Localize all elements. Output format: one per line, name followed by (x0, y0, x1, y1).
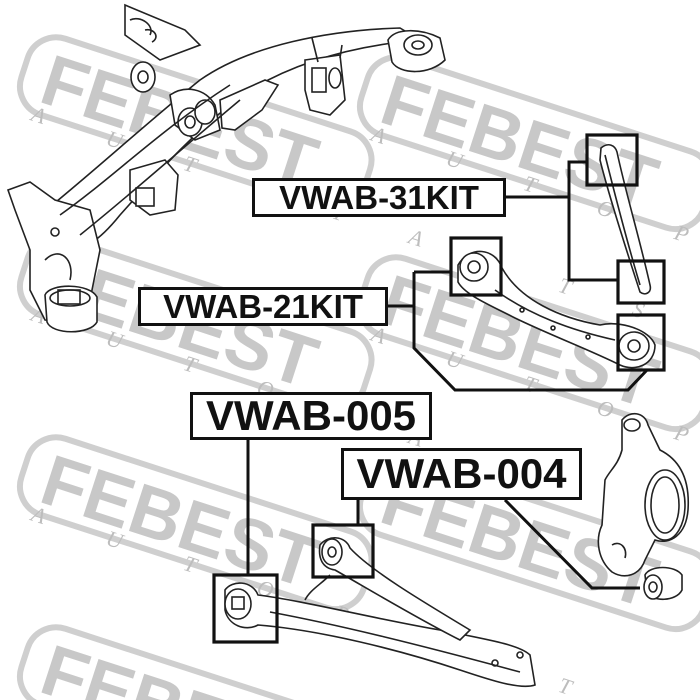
lower-wishbone-arm (224, 537, 536, 688)
rear-subframe (6, 3, 446, 333)
part-number-text: VWAB-31KIT (279, 179, 479, 216)
callout-box-005 (212, 573, 279, 644)
part-number-text: VWAB-005 (205, 392, 417, 439)
part-label-vwab-005: VWAB-005 (190, 392, 432, 440)
callout-box-004-arm (311, 523, 375, 579)
callout-box-21kit-right (616, 313, 666, 372)
knuckle-bushing (643, 566, 683, 601)
callout-box-21kit-left (449, 236, 503, 297)
callout-box-31kit-top (585, 133, 639, 187)
part-label-vwab-21kit: VWAB-21KIT (138, 287, 388, 326)
watermark-layer: FEBEST A U T O P A R T S FEBEST A U T O … (16, 34, 700, 700)
part-number-text: VWAB-21KIT (163, 288, 363, 325)
leader-line-31kit (506, 160, 587, 199)
callout-box-31kit-bottom (616, 259, 666, 305)
part-label-vwab-31kit: VWAB-31KIT (252, 178, 506, 217)
leader-line-004-bushing (503, 498, 640, 590)
leader-line-31kit-lower (567, 197, 618, 282)
part-number-text: VWAB-004 (356, 450, 567, 497)
wheel-hub-knuckle (597, 412, 690, 577)
leader-line-21kit-lower (412, 272, 649, 392)
part-label-vwab-004: VWAB-004 (341, 448, 582, 500)
upper-control-arm (599, 143, 652, 295)
